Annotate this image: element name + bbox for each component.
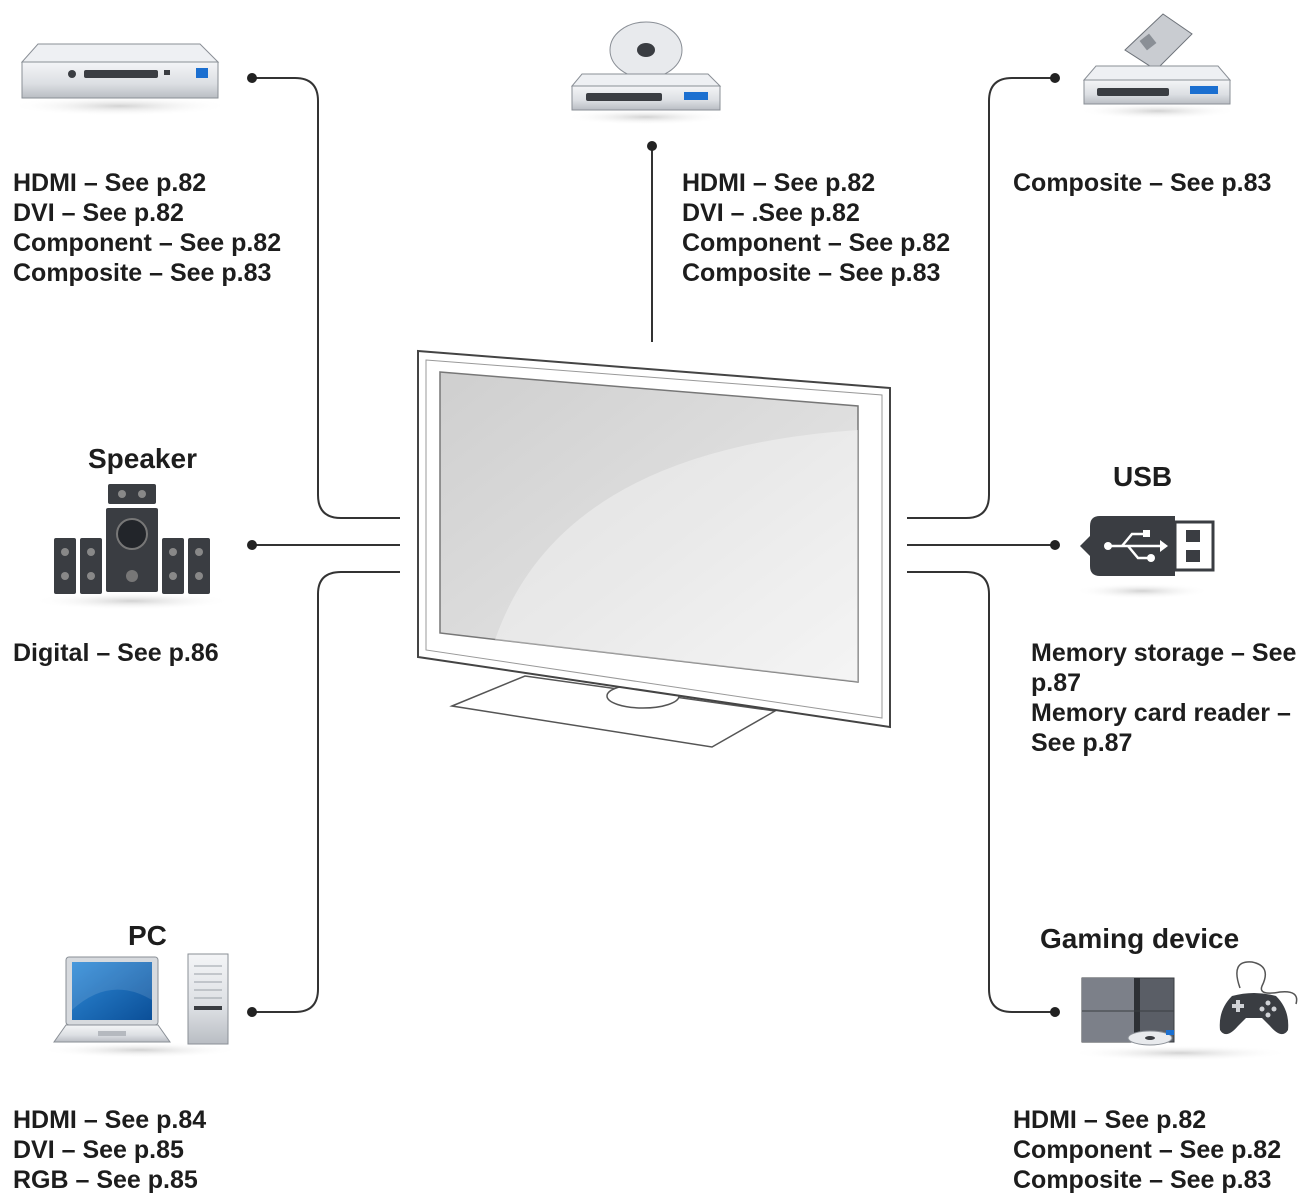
usb-drive-icon: [1074, 516, 1215, 599]
speaker-title: Speaker: [88, 443, 197, 474]
gaming-labels: HDMI – See p.82 Component – See p.82 Com…: [1013, 1105, 1281, 1195]
pc-label-rgb: RGB – See p.85: [13, 1166, 198, 1194]
connection-dots: [247, 73, 1060, 1017]
dot-set-top-box: [247, 73, 257, 83]
speaker-labels: Digital – See p.86: [13, 638, 219, 668]
set-top-box-icon: [10, 43, 230, 116]
speaker-system-icon: [32, 484, 232, 610]
usb-label-memory-storage: Memory storage – See p.87: [1031, 639, 1297, 697]
dot-pc: [247, 1007, 257, 1017]
pc-labels: HDMI – See p.84 DVI – See p.85 RGB – See…: [13, 1105, 206, 1195]
speaker-label-digital: Digital – See p.86: [13, 639, 219, 667]
set-top-box-label-composite: Composite – See p.83: [13, 259, 272, 287]
dvd-player-icon: [564, 21, 728, 125]
vcr-label-composite: Composite – See p.83: [1013, 169, 1272, 197]
line-set-top-box: [252, 77, 400, 519]
set-top-box-label-dvi: DVI – See p.82: [13, 199, 184, 227]
set-top-box-label-component: Component – See p.82: [13, 229, 282, 257]
gaming-label-hdmi: HDMI – See p.82: [1013, 1106, 1207, 1134]
dvd-player-label-dvi: DVI – .See p.82: [682, 199, 860, 227]
dot-vcr: [1050, 73, 1060, 83]
dot-speaker: [247, 540, 257, 550]
laptop-and-tower-icon: [40, 953, 240, 1058]
usb-label-memory-card-reader: Memory card reader – See p.87: [1031, 699, 1291, 757]
set-top-box-label-hdmi: HDMI – See p.82: [13, 169, 207, 197]
vcr-icon: [1078, 13, 1238, 119]
cassette: [1124, 13, 1193, 71]
set-top-box-labels: HDMI – See p.82 DVI – See p.82 Component…: [13, 168, 281, 288]
dvd-player-label-composite: Composite – See p.83: [682, 259, 941, 287]
line-vcr: [907, 77, 1055, 519]
tv-stand-base: [449, 675, 778, 748]
dot-dvd-player: [647, 141, 657, 151]
gaming-title: Gaming device: [1040, 923, 1240, 954]
dvd-player-label-hdmi: HDMI – See p.82: [682, 169, 876, 197]
pc-title: PC: [128, 920, 167, 951]
gaming-label-composite: Composite – See p.83: [1013, 1166, 1272, 1194]
usb-title: USB: [1113, 461, 1173, 492]
line-gaming: [907, 571, 1055, 1013]
tv-bezel-inner: [425, 359, 883, 719]
tv-screen-glare: [495, 430, 858, 682]
dvd-player-labels: HDMI – See p.82 DVI – .See p.82 Componen…: [682, 168, 950, 288]
tv-screen: [439, 371, 859, 683]
dot-gaming: [1050, 1007, 1060, 1017]
dot-usb: [1050, 540, 1060, 550]
game-console-and-controller-icon: [1070, 961, 1298, 1061]
connection-lines: [252, 77, 1055, 1013]
gaming-label-component: Component – See p.82: [1013, 1136, 1282, 1164]
pc-label-hdmi: HDMI – See p.84: [13, 1106, 207, 1134]
tv-icon: [417, 349, 891, 748]
usb-labels: Memory storage – See p.87 Memory card re…: [1031, 638, 1301, 758]
line-pc: [252, 571, 400, 1013]
vcr-labels: Composite – See p.83: [1013, 168, 1271, 198]
dvd-player-label-component: Component – See p.82: [682, 229, 951, 257]
pc-label-dvi: DVI – See p.85: [13, 1136, 184, 1164]
